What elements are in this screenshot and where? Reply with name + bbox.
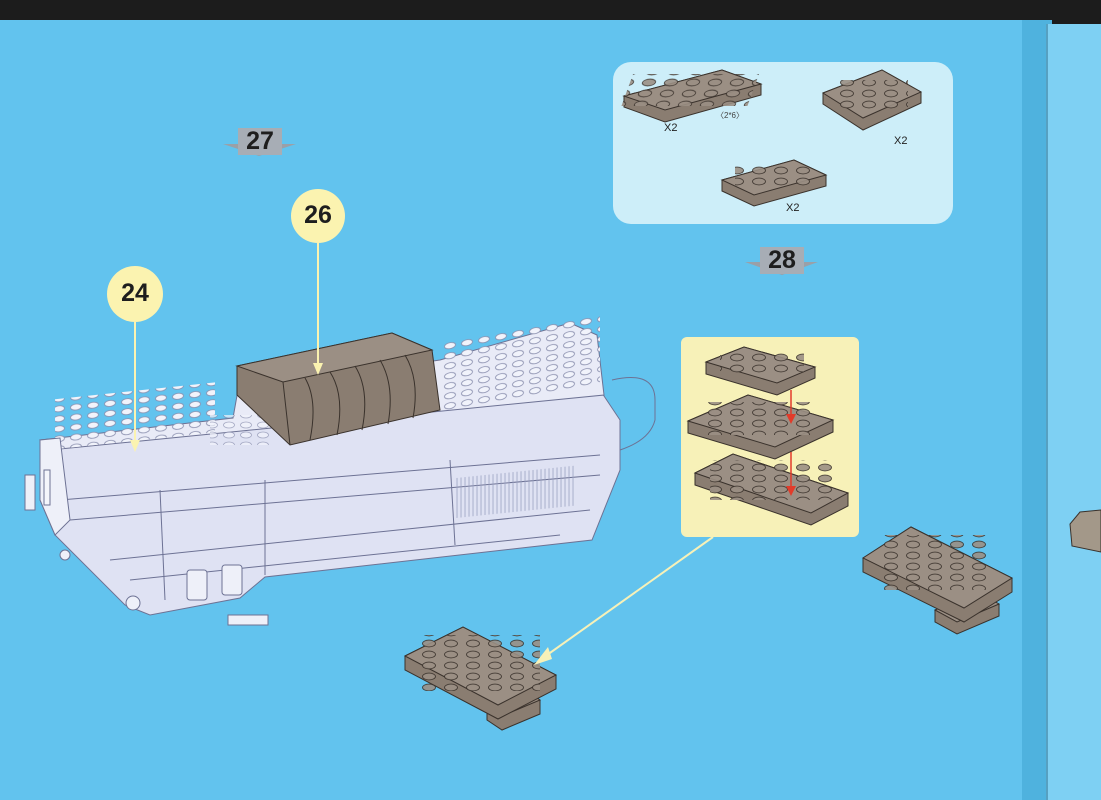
assembly-pointer-arrow (534, 536, 714, 665)
assembled-plates-bottom (403, 626, 558, 731)
part-qty-4x4: X2 (894, 135, 908, 147)
step-number-27: 27 (246, 127, 274, 155)
part-qty-2x6: X2 (664, 122, 678, 134)
callout-24-circle (107, 266, 163, 322)
next-page-edge (1046, 24, 1101, 800)
callout-26-pointer (313, 242, 323, 375)
part-qty-2x4: X2 (786, 202, 800, 214)
part-plate-2x6 (621, 69, 763, 123)
callout-26-circle (291, 189, 345, 243)
sub-plate-middle (686, 394, 835, 460)
callout-26-label: 26 (304, 201, 332, 229)
sub-assembly-box (681, 337, 859, 537)
part-plate-2x4 (720, 159, 828, 207)
parts-list-box (613, 62, 953, 224)
red-assembly-arrows (786, 390, 796, 496)
top-scan-border (0, 0, 1101, 22)
step-28-arrow (745, 247, 818, 275)
part-plate-4x4 (821, 69, 923, 131)
step-number-28: 28 (768, 246, 796, 274)
sub-plate-top (704, 346, 817, 396)
sub-plate-bottom (693, 453, 850, 526)
callout-24-label: 24 (121, 279, 149, 307)
next-page-brick (1069, 509, 1101, 553)
part-size-2x6: 〈2*6〉 (716, 111, 745, 120)
callout-24-pointer (130, 322, 140, 452)
step-27-arrow (223, 128, 296, 156)
brown-curved-block (235, 332, 441, 446)
assembled-plates-right (861, 526, 1014, 635)
